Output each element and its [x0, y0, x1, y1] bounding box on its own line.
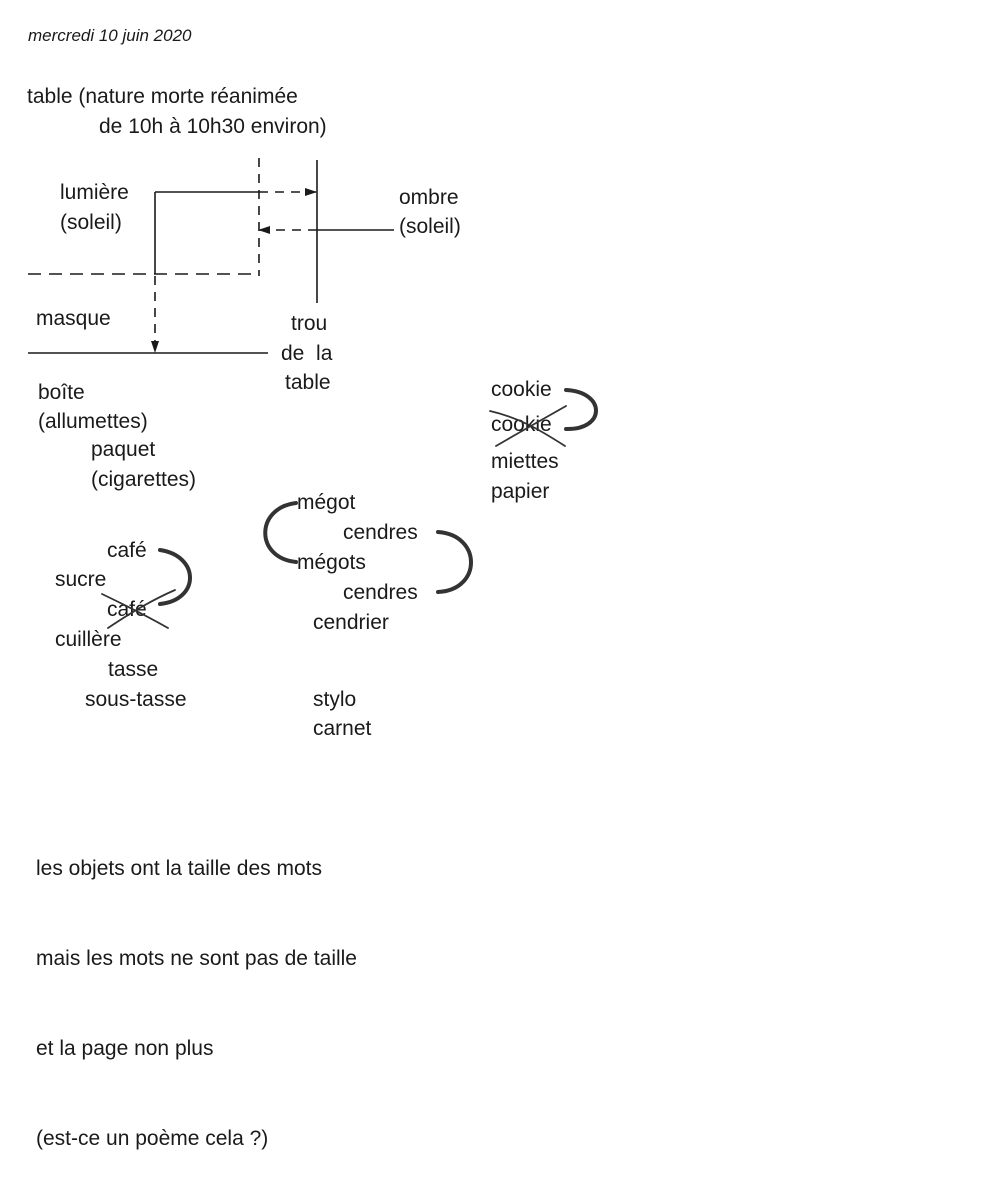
mask-label: masque: [36, 307, 111, 330]
butt-word: mégot: [297, 491, 356, 514]
cup-word: tasse: [108, 658, 159, 681]
ashtray-word: cendrier: [313, 611, 389, 634]
title-line-1: table (nature morte réanimée: [27, 85, 298, 108]
packet-label: paquet: [91, 438, 156, 461]
crumbs-word: miettes: [491, 450, 559, 473]
pen-word: stylo: [313, 688, 357, 711]
ashes-word-1: cendres: [343, 521, 418, 544]
sugar-word: sucre: [55, 568, 107, 591]
butts-word: mégots: [297, 551, 366, 574]
poem-line: (est-ce un poème cela ?): [36, 1127, 269, 1150]
shadow-label: ombre: [399, 186, 459, 209]
coffee-word-1: café: [107, 539, 147, 562]
poem-line: mais les mots ne sont pas de taille: [36, 947, 357, 970]
cookie-word-1: cookie: [491, 378, 552, 401]
spoon-word: cuillère: [55, 628, 122, 651]
coffee-word-crossed: café: [107, 598, 147, 621]
butt-link-arc: [263, 501, 298, 564]
light-source-label: (soleil): [60, 211, 122, 234]
hole-label-2: de la: [281, 342, 333, 365]
notebook-word: carnet: [313, 717, 372, 740]
ashes-link-arc: [436, 530, 473, 594]
ashes-word-2: cendres: [343, 581, 418, 604]
cross-outs: [101, 405, 567, 629]
cigarettes-label: (cigarettes): [91, 468, 197, 491]
saucer-word: sous-tasse: [85, 688, 187, 711]
poem: les objets ont la taille des mots mais l…: [36, 794, 357, 1184]
matchbox-label: boîte: [38, 381, 85, 404]
poem-line: les objets ont la taille des mots: [36, 857, 322, 880]
matches-label: (allumettes): [38, 410, 148, 433]
title-line-2: de 10h à 10h30 environ): [99, 115, 327, 138]
coffee-link-arc: [158, 548, 192, 606]
date-heading: mercredi 10 juin 2020: [28, 26, 192, 45]
cookie-word-crossed: cookie: [491, 413, 552, 436]
hole-label-1: trou: [291, 312, 328, 335]
paper-word: papier: [491, 480, 550, 503]
hole-label-3: table: [285, 371, 331, 394]
poem-line: et la page non plus: [36, 1037, 214, 1060]
cookie-link-arc: [564, 388, 598, 432]
light-label: lumière: [60, 181, 129, 204]
shadow-source-label: (soleil): [399, 215, 461, 238]
